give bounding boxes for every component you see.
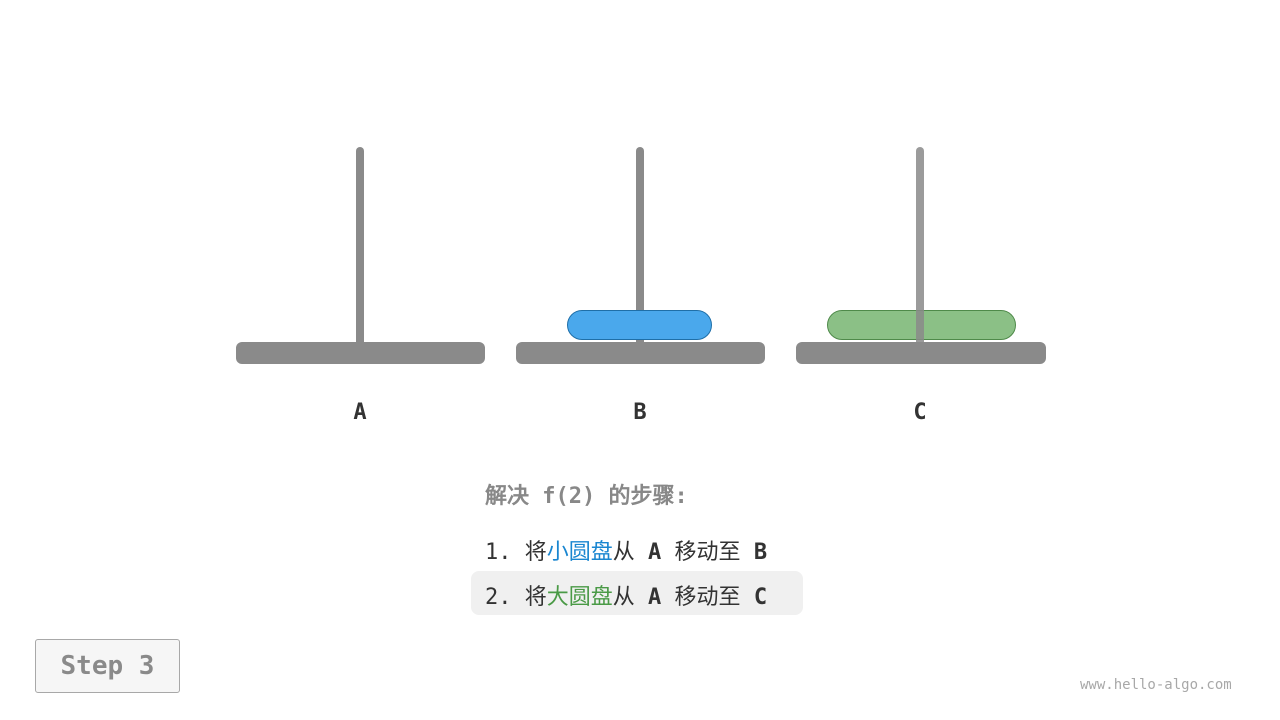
steps-title: 解决 f(2) 的步骤: — [485, 484, 688, 509]
peg-c-base — [796, 342, 1046, 364]
peg-a-base — [236, 342, 485, 364]
step-2-number: 2. — [485, 585, 512, 610]
step-1-number: 1. — [485, 540, 512, 565]
step-1-to-peg: B — [753, 540, 768, 565]
step-2-from-peg: A — [648, 585, 662, 610]
step-2-from-word: 从 — [612, 585, 635, 610]
current-step-highlight — [471, 571, 803, 615]
step-1-verb: 将 — [524, 540, 547, 565]
step-2-to-peg: C — [753, 585, 768, 610]
step-2-action: 移动至 — [674, 585, 741, 610]
step-1-disk: 小圆盘 — [546, 540, 613, 565]
step-2-disk: 大圆盘 — [546, 585, 613, 610]
peg-c-label: C — [913, 400, 927, 425]
peg-c-rod — [916, 147, 924, 347]
step-1: 1. 将小圆盘从 A 移动至 B — [485, 534, 767, 566]
step-1-from-word: 从 — [612, 540, 635, 565]
step-2: 2. 将大圆盘从 A 移动至 C — [485, 579, 767, 611]
peg-a-label: A — [353, 400, 367, 425]
peg-b-rod — [636, 147, 644, 347]
step-2-verb: 将 — [524, 585, 547, 610]
step-1-action: 移动至 — [674, 540, 741, 565]
watermark: www.hello-algo.com — [1080, 677, 1232, 693]
peg-a-rod — [356, 147, 364, 347]
peg-b-base — [516, 342, 765, 364]
step-1-from-peg: A — [648, 540, 662, 565]
peg-b-label: B — [633, 400, 647, 425]
step-button[interactable]: Step 3 — [35, 639, 180, 693]
small-disk — [567, 310, 712, 340]
